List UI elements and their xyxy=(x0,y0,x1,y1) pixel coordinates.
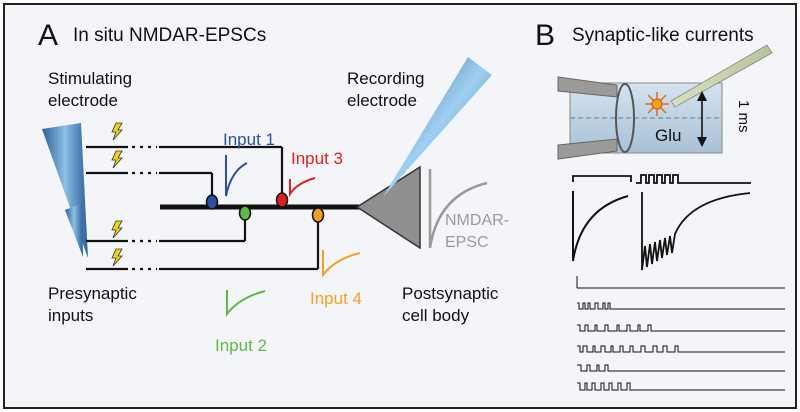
panel-a-title: In situ NMDAR-EPSCs xyxy=(73,25,266,46)
recording-electrode xyxy=(383,57,492,197)
single-pulse-response xyxy=(572,191,629,262)
lightning-bolt-icon xyxy=(111,248,123,267)
axon-lines xyxy=(86,145,320,271)
nmdar-label: NMDAR- xyxy=(445,212,509,229)
synapse-input-1 xyxy=(205,194,219,210)
axon-gaps xyxy=(132,145,157,271)
recording-label: Recording xyxy=(347,69,425,88)
nmdar-epsc-trace xyxy=(428,169,488,249)
epsc-label: EPSC xyxy=(445,234,489,251)
figure-canvas: A In situ NMDAR-EPSCs Stimulating electr… xyxy=(38,19,785,391)
lightning-bolt-icon xyxy=(111,122,123,141)
input-2-label: Input 2 xyxy=(215,336,267,355)
epsc-trace-input-1 xyxy=(225,155,248,197)
theta-pipe-diagram xyxy=(557,44,773,160)
input-4-label: Input 4 xyxy=(310,289,362,308)
stimulating-label: Stimulating xyxy=(48,69,132,88)
cell-body-label: cell body xyxy=(402,306,470,325)
synapse-input-2 xyxy=(238,205,252,221)
inputs-label: inputs xyxy=(48,306,93,325)
figure-frame: A In situ NMDAR-EPSCs Stimulating electr… xyxy=(3,3,797,409)
panel-a-letter: A xyxy=(38,19,58,52)
single-pulse-command xyxy=(572,175,632,182)
electrode-label: electrode xyxy=(48,91,118,110)
recording-electrode-label: electrode xyxy=(347,91,417,110)
stimulating-electrode-lower xyxy=(65,203,83,257)
synapse-input-4 xyxy=(311,207,325,223)
time-scale-label: 1 ms xyxy=(735,100,752,133)
panel-b-title: Synaptic-like currents xyxy=(572,25,754,46)
glu-label: Glu xyxy=(655,126,681,145)
epsc-trace-input-2 xyxy=(226,290,266,317)
epsc-trace-input-4 xyxy=(322,250,361,278)
panel-b-letter: B xyxy=(535,19,555,52)
single-channel-traces xyxy=(576,276,785,391)
synapse-input-3 xyxy=(275,192,289,208)
pulse-train-response xyxy=(641,192,751,271)
postsynaptic-soma xyxy=(355,165,421,250)
lightning-bolt-icon xyxy=(111,220,123,239)
pulse-train-command xyxy=(636,174,751,184)
postsynaptic-label: Postsynaptic xyxy=(402,284,499,303)
epsc-trace-input-3 xyxy=(289,177,316,198)
input-1-label: Input 1 xyxy=(223,130,275,149)
presynaptic-label: Presynaptic xyxy=(48,284,137,303)
lightning-bolt-icon xyxy=(111,150,123,169)
input-3-label: Input 3 xyxy=(291,149,343,168)
